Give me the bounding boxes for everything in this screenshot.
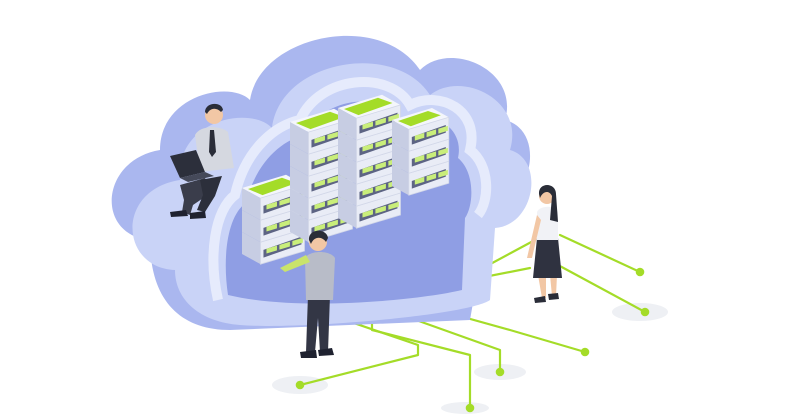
server-side	[392, 164, 409, 196]
server-side	[392, 120, 409, 152]
server-unit	[338, 170, 401, 207]
woman-arm	[527, 215, 541, 258]
server-light	[438, 169, 448, 178]
circuit-line	[556, 263, 647, 314]
woman-skirt	[533, 238, 562, 278]
server-side	[338, 108, 357, 141]
server-top-green	[248, 177, 297, 196]
server-light	[426, 173, 437, 182]
man1-leg-back	[197, 176, 222, 212]
server-side	[392, 142, 409, 174]
server-light	[314, 201, 325, 210]
server-light	[279, 241, 290, 250]
server-light	[327, 197, 338, 206]
server-light	[362, 187, 373, 196]
server-light	[327, 131, 338, 140]
server-light	[266, 223, 277, 232]
server-light	[266, 245, 277, 254]
server-top-green	[398, 111, 441, 127]
man2-sweater	[305, 252, 335, 300]
server-top-green	[296, 111, 345, 130]
server-side	[290, 188, 309, 221]
server-side	[338, 130, 357, 163]
server-light	[375, 117, 386, 126]
server-light	[438, 147, 448, 156]
server-light	[375, 139, 386, 148]
server-light	[314, 135, 325, 144]
man1-shoes	[170, 210, 206, 219]
server-light	[388, 201, 399, 210]
server-side	[290, 166, 309, 199]
server-light	[279, 219, 290, 228]
server-unit	[338, 192, 401, 229]
server-light	[426, 151, 437, 160]
server-side	[290, 210, 309, 243]
server-side	[290, 144, 309, 177]
server-side	[242, 188, 261, 221]
server-light	[362, 121, 373, 130]
circuit-node	[295, 380, 305, 390]
man1-hair	[205, 103, 223, 114]
circuit-node	[580, 347, 590, 357]
server-light	[327, 219, 338, 228]
server-light	[327, 175, 338, 184]
server-unit	[242, 228, 305, 265]
man-with-laptop	[170, 103, 234, 219]
server-side	[338, 152, 357, 185]
server-side	[338, 174, 357, 207]
server-light	[362, 165, 373, 174]
server-side	[338, 196, 357, 229]
woman-standing	[527, 185, 562, 303]
circuit-line	[558, 233, 642, 274]
server-light	[388, 113, 399, 122]
server-light	[414, 132, 425, 141]
server-light	[362, 209, 373, 218]
woman-shoes	[534, 293, 559, 303]
server-unit	[338, 94, 401, 141]
man2-arm	[280, 255, 310, 272]
circuit-node	[640, 307, 650, 317]
server-light	[266, 201, 277, 210]
man2-shoes	[300, 348, 334, 358]
server-top-green	[344, 97, 393, 116]
man-touching-server	[280, 230, 335, 358]
server-light	[414, 176, 425, 185]
server-side	[242, 232, 261, 265]
server-light	[314, 157, 325, 166]
server-unit	[392, 108, 450, 152]
server-light	[375, 161, 386, 170]
server-light	[314, 179, 325, 188]
woman-hair	[538, 185, 558, 222]
server-light	[438, 125, 448, 134]
ground-pad	[441, 402, 489, 414]
server-light	[375, 205, 386, 214]
server-rack-stack	[242, 94, 450, 265]
circuit-node	[495, 367, 505, 377]
server-light	[327, 153, 338, 162]
man2-hair	[308, 230, 328, 244]
ground-pad	[612, 303, 668, 321]
server-side	[242, 210, 261, 243]
server-light	[426, 129, 437, 138]
laptop-base	[180, 172, 214, 182]
server-light	[414, 154, 425, 163]
server-light	[292, 237, 303, 246]
server-unit	[392, 138, 450, 174]
server-light	[375, 183, 386, 192]
woman-legs	[538, 275, 557, 298]
circuit-node	[635, 267, 645, 277]
man1-tie	[209, 130, 216, 157]
server-side	[290, 122, 309, 155]
man2-legs	[306, 295, 330, 352]
circuit-node	[465, 403, 475, 413]
server-light	[279, 197, 290, 206]
server-light	[314, 223, 325, 232]
laptop	[170, 150, 205, 178]
cloud-rim	[208, 77, 492, 302]
server-light	[362, 143, 373, 152]
